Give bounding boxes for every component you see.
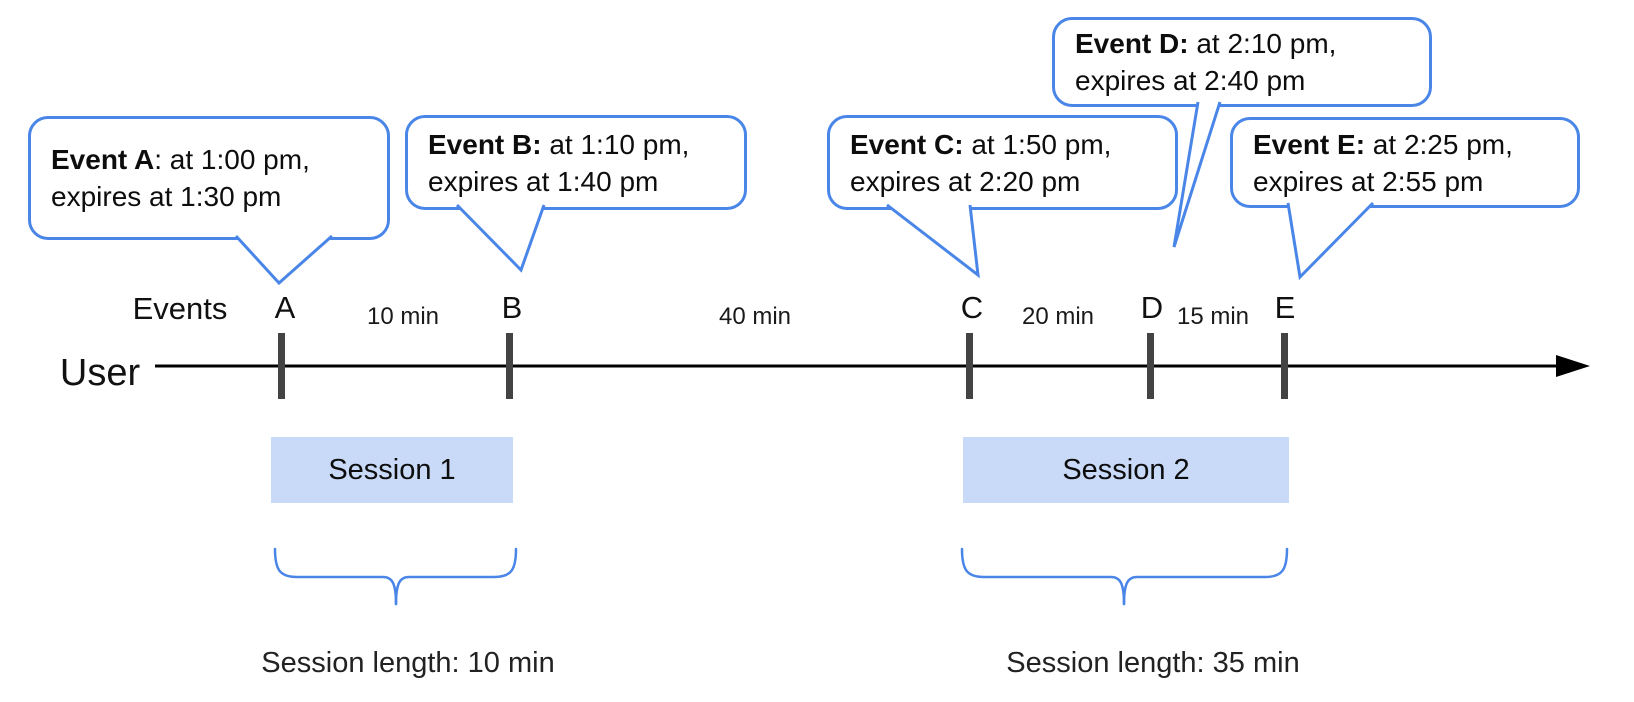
event-c-callout: Event C: at 1:50 pm, expires at 2:20 pm bbox=[827, 115, 1178, 210]
tick-label-a: A bbox=[274, 290, 296, 325]
event-b-title: Event B: bbox=[428, 128, 542, 160]
tick-label-b: B bbox=[501, 290, 523, 325]
session-2-label: Session 2 bbox=[1062, 453, 1190, 486]
event-a-time: : at 1:00 pm, bbox=[154, 144, 310, 175]
event-d-callout-line1: Event D: at 2:10 pm, bbox=[1075, 25, 1419, 62]
event-e-time: at 2:25 pm, bbox=[1365, 128, 1513, 160]
event-c-callout-line1: Event C: at 1:50 pm, bbox=[850, 126, 1165, 163]
tick-a bbox=[278, 333, 285, 399]
event-a-callout-tail bbox=[234, 234, 333, 286]
tick-b bbox=[506, 333, 513, 399]
event-c-title: Event C: bbox=[850, 128, 964, 160]
event-d-title: Event D: bbox=[1075, 28, 1189, 59]
session-1-length-label: Session length: 10 min bbox=[261, 647, 555, 679]
event-b-callout-line1: Event B: at 1:10 pm, bbox=[428, 126, 734, 163]
event-b-expiry: expires at 1:40 pm bbox=[428, 165, 659, 197]
event-e-title: Event E: bbox=[1253, 128, 1366, 160]
interval-label-d-e: 15 min bbox=[1176, 303, 1250, 330]
event-a-expiry: expires at 1:30 pm bbox=[51, 181, 282, 212]
tick-label-c: C bbox=[960, 290, 984, 325]
interval-label-a-b: 10 min bbox=[366, 303, 440, 330]
tick-label-e: E bbox=[1274, 290, 1296, 325]
session-1-brace bbox=[273, 547, 518, 606]
session-1-brace-left bbox=[273, 547, 398, 606]
event-d-callout-tail bbox=[1172, 101, 1222, 248]
session-1-brace-right bbox=[394, 547, 518, 606]
event-d-callout: Event D: at 2:10 pm, expires at 2:40 pm bbox=[1052, 17, 1432, 107]
session-2-length-label: Session length: 35 min bbox=[1006, 647, 1300, 679]
event-c-callout-tail bbox=[886, 203, 980, 279]
event-a-callout-line1: Event A: at 1:00 pm, bbox=[51, 141, 377, 178]
event-d-expiry: expires at 2:40 pm bbox=[1075, 65, 1306, 96]
event-b-callout: Event B: at 1:10 pm, expires at 1:40 pm bbox=[405, 115, 747, 210]
event-e-callout: Event E: at 2:25 pm, expires at 2:55 pm bbox=[1230, 117, 1580, 208]
event-c-time: at 1:50 pm, bbox=[963, 128, 1112, 160]
session-1-box: Session 1 bbox=[271, 437, 513, 503]
tick-e bbox=[1281, 333, 1288, 399]
event-e-callout-tail bbox=[1286, 201, 1375, 281]
session-2-brace-left bbox=[960, 547, 1126, 606]
tick-label-d: D bbox=[1140, 290, 1164, 325]
tick-d bbox=[1147, 333, 1154, 399]
tick-c bbox=[966, 333, 973, 399]
event-c-expiry: expires at 2:20 pm bbox=[850, 165, 1081, 197]
user-axis-label: User bbox=[59, 352, 141, 394]
event-a-title: Event A bbox=[51, 144, 155, 175]
event-e-callout-line1: Event E: at 2:25 pm, bbox=[1253, 126, 1567, 163]
event-b-callout-tail bbox=[455, 203, 546, 273]
session-1-label: Session 1 bbox=[328, 453, 456, 486]
event-d-time: at 2:10 pm, bbox=[1188, 28, 1337, 59]
timeline-arrowhead-icon bbox=[1556, 355, 1590, 377]
interval-label-c-d: 20 min bbox=[1021, 303, 1095, 330]
session-2-box: Session 2 bbox=[963, 437, 1289, 503]
event-b-time: at 1:10 pm, bbox=[541, 128, 690, 160]
interval-label-b-c: 40 min bbox=[718, 303, 792, 330]
session-2-brace-right bbox=[1122, 547, 1289, 606]
event-e-expiry: expires at 2:55 pm bbox=[1253, 165, 1484, 197]
session-2-brace bbox=[960, 547, 1289, 606]
events-row-label: Events bbox=[132, 291, 228, 326]
event-a-callout: Event A: at 1:00 pm, expires at 1:30 pm bbox=[28, 116, 390, 240]
